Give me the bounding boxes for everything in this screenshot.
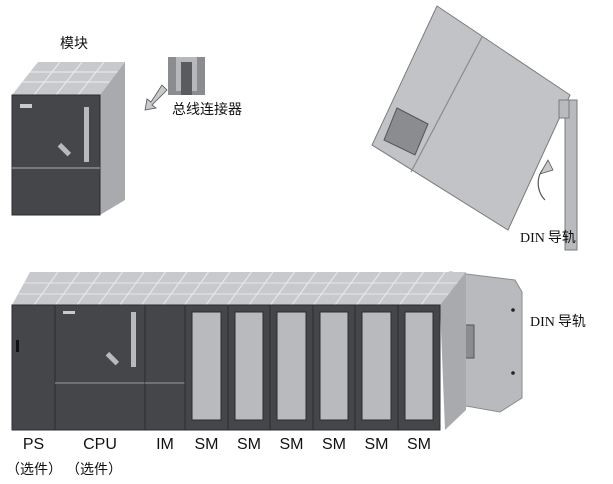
module-label: SM — [237, 436, 261, 453]
rack-module-im — [144, 304, 186, 431]
rack-module-sm — [354, 304, 399, 431]
rack-module-sm — [312, 304, 356, 431]
module-label: PS — [23, 436, 44, 453]
rack-module-ps — [11, 304, 56, 431]
rack-module-sm — [397, 304, 441, 431]
din-rail-side — [558, 99, 578, 251]
arrow-icon — [144, 84, 168, 111]
module-label: SM — [407, 436, 431, 453]
module-label: SM — [195, 436, 219, 453]
module-label: SM — [322, 436, 346, 453]
rack-module-cpu — [54, 304, 146, 431]
optional-note: （选件） — [6, 462, 62, 478]
bus-connector-label: 总线连接器 — [172, 101, 242, 118]
module-label: IM — [156, 436, 174, 453]
module-label: CPU — [83, 436, 117, 453]
optional-note: （选件） — [66, 462, 122, 478]
module-label: SM — [280, 436, 304, 453]
module-label: 模块 — [60, 36, 88, 52]
rack-module-sm — [184, 304, 229, 431]
bus-connector — [168, 57, 205, 95]
rack-top — [12, 271, 466, 430]
rack-module-sm — [227, 304, 271, 431]
single-module — [11, 61, 125, 216]
rack-module-sm — [269, 304, 314, 431]
tilted-module — [371, 5, 571, 231]
module-label: SM — [365, 436, 389, 453]
rotate-arrow-icon — [537, 159, 554, 201]
